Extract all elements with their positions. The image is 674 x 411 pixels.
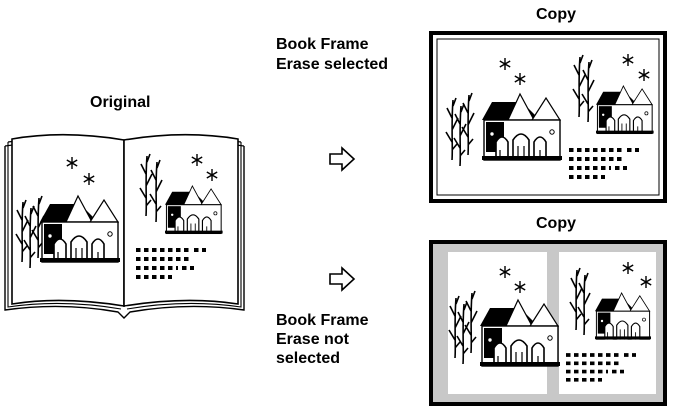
- gothic-house-icon: [595, 85, 655, 135]
- gothic-house-icon: [481, 93, 563, 161]
- gothic-house-icon: [479, 299, 561, 367]
- copy-bottom-frame-kept: [429, 240, 667, 406]
- original-book-illustration: [4, 133, 245, 319]
- copy-top-frame-erased: [429, 31, 667, 203]
- hollow-right-arrow-icon: [329, 147, 355, 171]
- bottom-caption-line2: Erase not: [276, 331, 349, 348]
- gothic-house-icon: [164, 185, 224, 235]
- gothic-house-icon: [39, 195, 121, 263]
- bottom-caption-line3: selected: [276, 350, 341, 367]
- copy-top-label: Copy: [536, 6, 576, 23]
- gothic-house-icon: [594, 292, 652, 340]
- original-label: Original: [90, 94, 151, 111]
- copy-bottom-label: Copy: [536, 215, 576, 232]
- top-caption-line2: Erase selected: [276, 56, 389, 73]
- hollow-right-arrow-icon: [329, 267, 355, 291]
- bottom-caption-line1: Book Frame: [276, 312, 369, 329]
- top-caption-line1: Book Frame: [276, 36, 369, 53]
